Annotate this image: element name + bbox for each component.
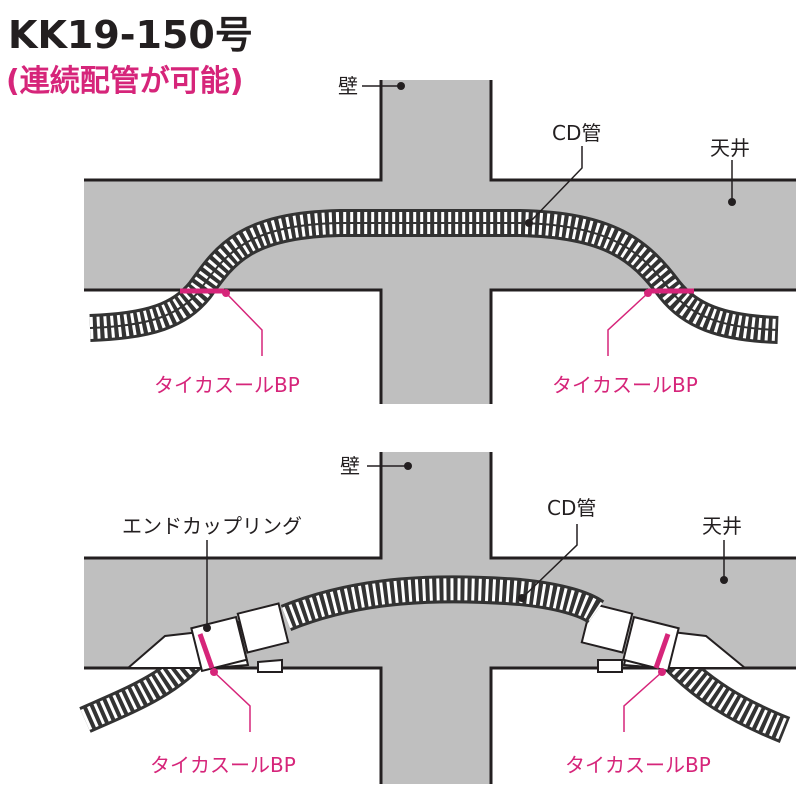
bottom-wall-ceiling (84, 452, 796, 784)
top-wall-ceiling (84, 80, 796, 404)
product-subtitle: (連続配管が可能) (6, 64, 244, 99)
bottom-right-coupling (580, 602, 748, 673)
top-pipe-label: CD管 (552, 121, 601, 145)
top-diagram: 壁 CD管 天井 タイカスールBP タイカスールBP (84, 74, 796, 404)
bottom-right-bp-label: タイカスールBP (565, 753, 711, 777)
top-left-bp-label: タイカスールBP (154, 373, 300, 397)
bottom-diagram: 壁 CD管 天井 エンドカップリング タイカスールBP タイカスールBP (79, 452, 796, 784)
bottom-left-coupling (125, 602, 290, 673)
product-title: KK19-150号 (8, 13, 253, 57)
bottom-pipe-label: CD管 (547, 496, 596, 520)
bottom-left-bp-marker (197, 633, 215, 669)
bottom-right-bp-marker (653, 633, 671, 669)
bottom-wall-label: 壁 (340, 454, 360, 478)
bottom-ceiling-label: 天井 (702, 514, 742, 538)
bottom-left-bp-label: タイカスールBP (150, 753, 296, 777)
top-ceiling-label: 天井 (710, 136, 750, 160)
bottom-coupling-label: エンドカップリング (122, 514, 302, 538)
top-wall-label: 壁 (338, 74, 358, 98)
top-right-bp-label: タイカスールBP (552, 373, 698, 397)
